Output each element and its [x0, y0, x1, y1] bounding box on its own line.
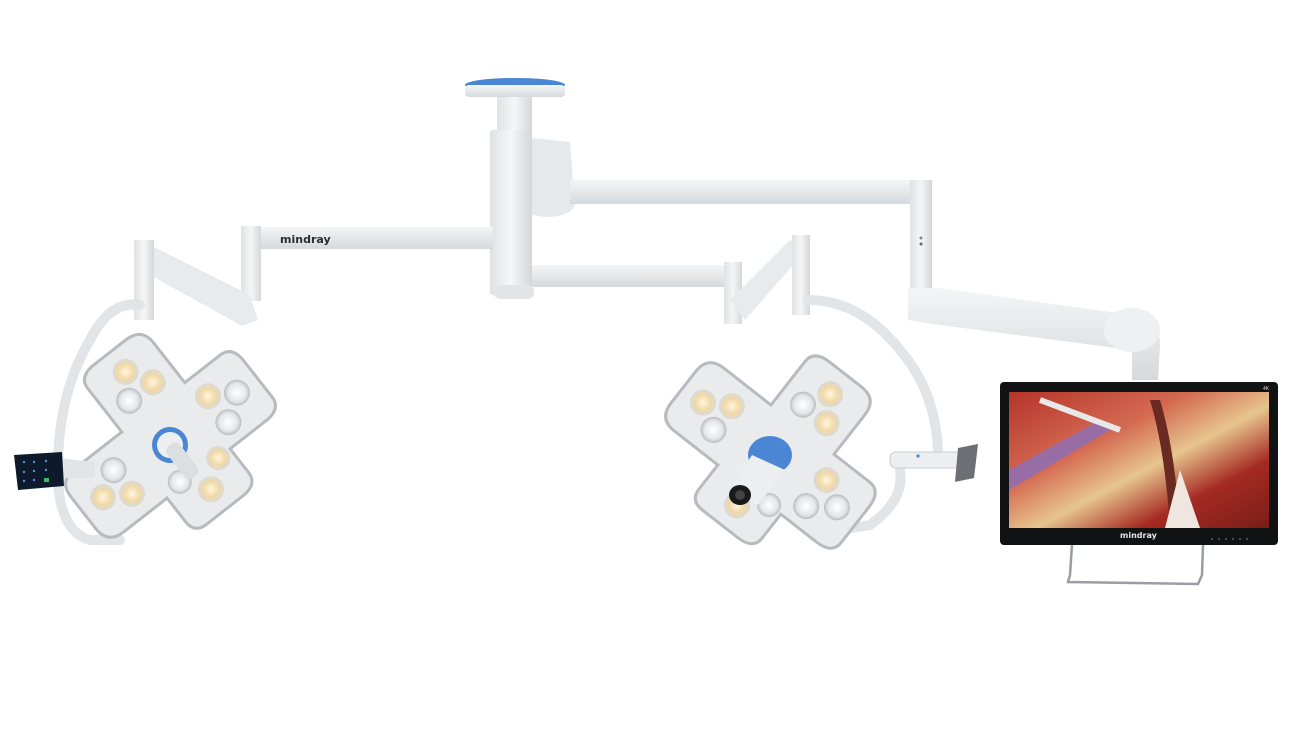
- touch-control-panel[interactable]: [14, 452, 95, 490]
- arm-logo: mindray: [280, 233, 331, 246]
- monitor-buttons[interactable]: [1211, 538, 1248, 540]
- upper-right-arm: [570, 180, 932, 290]
- left-lamp-yoke: [52, 299, 145, 545]
- monitor-arm: [908, 288, 1160, 380]
- upper-left-arm: mindray: [134, 226, 493, 326]
- surgical-monitor[interactable]: mindray 4K: [1000, 382, 1278, 545]
- center-lamp-yoke: [803, 295, 943, 535]
- ceiling-mount: [465, 78, 575, 299]
- monitor-4k-badge: 4K: [1263, 386, 1270, 392]
- monitor-logo: mindray: [1120, 531, 1158, 540]
- lower-center-arm: [532, 235, 810, 324]
- monitor-stand: [1066, 544, 1205, 586]
- left-lamp-head: [64, 333, 277, 539]
- center-lamp-handle[interactable]: [889, 444, 978, 482]
- center-lamp-camera: [729, 436, 792, 505]
